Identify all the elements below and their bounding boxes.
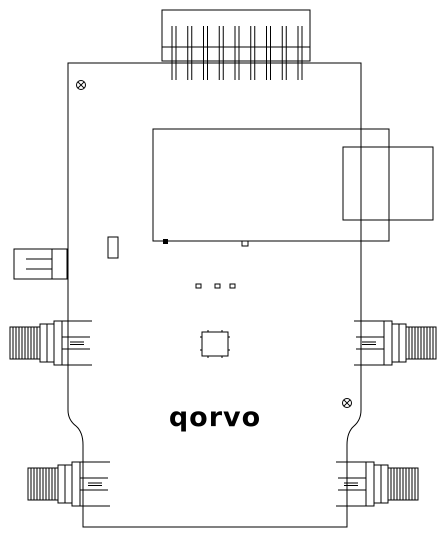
module-marker xyxy=(163,239,168,244)
sma-connector-icon xyxy=(354,320,437,366)
pin-header-icon xyxy=(250,26,256,80)
pin-header-icon xyxy=(281,26,287,80)
pin-header-icon xyxy=(218,26,224,80)
small-pad xyxy=(241,240,249,247)
sma-connector-icon xyxy=(9,320,92,366)
chip-icon xyxy=(200,330,230,358)
pin-header-icon xyxy=(187,26,193,80)
rf-module-outline xyxy=(152,128,390,242)
pin-header-icon xyxy=(266,26,271,80)
qorvo-logo: qorvo xyxy=(169,402,261,433)
pin-header-icon xyxy=(234,26,240,80)
small-pad xyxy=(229,283,236,289)
small-pad xyxy=(195,283,202,289)
small-pad xyxy=(214,283,221,289)
sma-connector-icon xyxy=(27,461,110,507)
pin-header-icon xyxy=(171,26,177,80)
side-connector xyxy=(13,248,68,280)
sma-connectors xyxy=(9,320,437,507)
sma-connector-icon xyxy=(336,461,419,507)
mounting-hole-icon xyxy=(76,80,86,90)
top-pin-header xyxy=(161,9,311,80)
pcb-outline xyxy=(67,62,362,528)
mounting-hole-icon xyxy=(342,398,352,408)
jumper-component xyxy=(107,236,119,259)
pin-header-icon xyxy=(297,26,303,80)
header-pins xyxy=(162,26,310,80)
pin-header-icon xyxy=(203,26,208,80)
module-overhang xyxy=(342,146,434,221)
